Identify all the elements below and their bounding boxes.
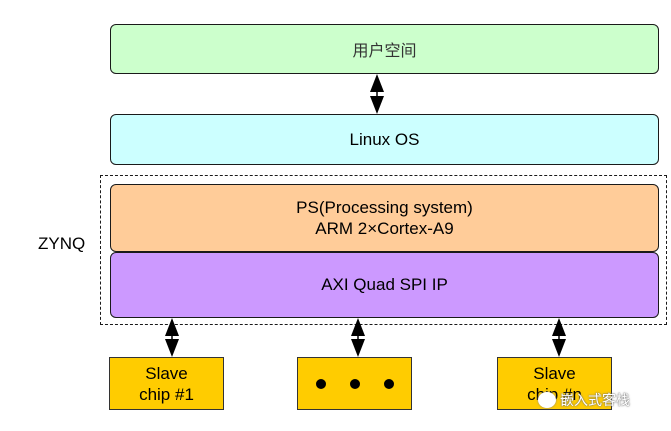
arrow-axi-to-chip-1: [165, 318, 179, 357]
axi-quad-spi-block: AXI Quad SPI IP: [110, 252, 659, 318]
slave-chip-ellipsis: [297, 357, 412, 410]
ellipsis-dot: [349, 378, 360, 389]
ellipsis-dot: [383, 378, 394, 389]
ps-label-line1: PS(Processing system): [296, 198, 473, 217]
watermark-text: 嵌入式客栈: [560, 393, 630, 409]
ps-block: PS(Processing system) ARM 2×Cortex-A9: [110, 184, 659, 252]
zynq-boundary: [100, 175, 667, 325]
watermark: 嵌入式客栈: [538, 390, 630, 410]
axi-label: AXI Quad SPI IP: [321, 275, 448, 294]
ellipsis-dot: [315, 378, 326, 389]
ellipsis-dots: [315, 378, 394, 389]
slave-chip-1: Slave chip #1: [109, 357, 224, 410]
arrow-user-to-os: [370, 74, 384, 114]
linux-os-block: Linux OS: [110, 114, 659, 165]
arrow-axi-to-chip-mid: [351, 318, 365, 357]
slave-chip-n-line1: Slave: [533, 363, 576, 383]
arrow-axi-to-chip-n: [552, 318, 566, 357]
zynq-label: ZYNQ: [38, 234, 86, 253]
wechat-icon: [538, 392, 556, 408]
user-space-block: 用户空间: [110, 24, 659, 74]
slave-chip-1-line2: chip #1: [139, 384, 194, 404]
user-space-label: 用户空间: [352, 41, 417, 60]
slave-chip-1-line1: Slave: [145, 363, 188, 383]
ps-label-line2: ARM 2×Cortex-A9: [315, 219, 454, 238]
linux-os-label: Linux OS: [349, 129, 420, 149]
